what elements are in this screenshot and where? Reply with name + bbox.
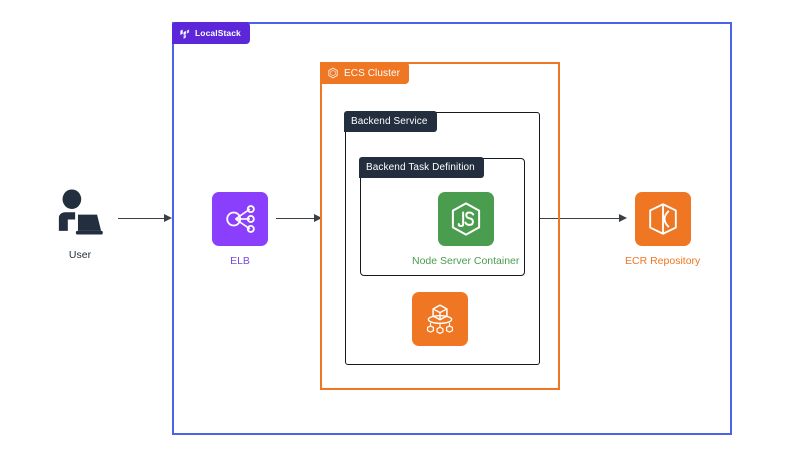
backend-service-badge: Backend Service [344, 111, 437, 132]
ecs-cluster-hexagon-icon [327, 67, 339, 79]
arrow-line [118, 217, 164, 220]
arrow-elb-to-ecs-cluster [276, 213, 322, 223]
node-elb-label: ELB [230, 255, 250, 267]
arrow-user-to-elb [118, 213, 172, 223]
node-node-server-container: Node Server Container [412, 192, 519, 267]
ecr-repository-cube-icon [634, 192, 691, 246]
ecs-task-cube-icon [412, 292, 468, 346]
node-ecs-task [412, 292, 468, 346]
node-elb: ELB [212, 192, 268, 267]
node-ecr-repository: ECR Repository [625, 192, 700, 267]
ecs-cluster-badge: ECS Cluster [320, 62, 410, 84]
arrow-line [540, 217, 619, 220]
ecs-cluster-boundary: ECS Cluster [320, 62, 560, 390]
ecs-cluster-badge-label: ECS Cluster [344, 67, 401, 79]
node-user-label: User [68, 249, 92, 261]
arrow-line [276, 217, 314, 220]
localstack-logo-icon [179, 28, 190, 39]
node-node-server-container-label: Node Server Container [412, 255, 520, 267]
localstack-badge: LocalStack [172, 22, 250, 44]
arrow-head [619, 213, 627, 222]
arrow-head [314, 213, 322, 222]
node-ecr-repository-label: ECR Repository [625, 255, 701, 267]
localstack-boundary: LocalStack [172, 22, 732, 435]
localstack-badge-label: LocalStack [195, 28, 241, 38]
backend-task-definition-badge: Backend Task Definition [359, 157, 484, 178]
arrow-head [164, 213, 172, 222]
backend-service-boundary: Backend Service [344, 111, 540, 365]
user-at-laptop-icon [52, 186, 108, 240]
backend-service-badge-label: Backend Service [351, 116, 428, 127]
backend-task-definition-boundary: Backend Task Definition [359, 157, 525, 276]
node-user: User [52, 186, 108, 261]
backend-task-definition-badge-label: Backend Task Definition [366, 162, 475, 173]
elastic-load-balancer-icon [212, 192, 268, 246]
arrow-backend-service-to-ecr [540, 213, 627, 223]
nodejs-js-hexagon-icon [437, 192, 494, 246]
